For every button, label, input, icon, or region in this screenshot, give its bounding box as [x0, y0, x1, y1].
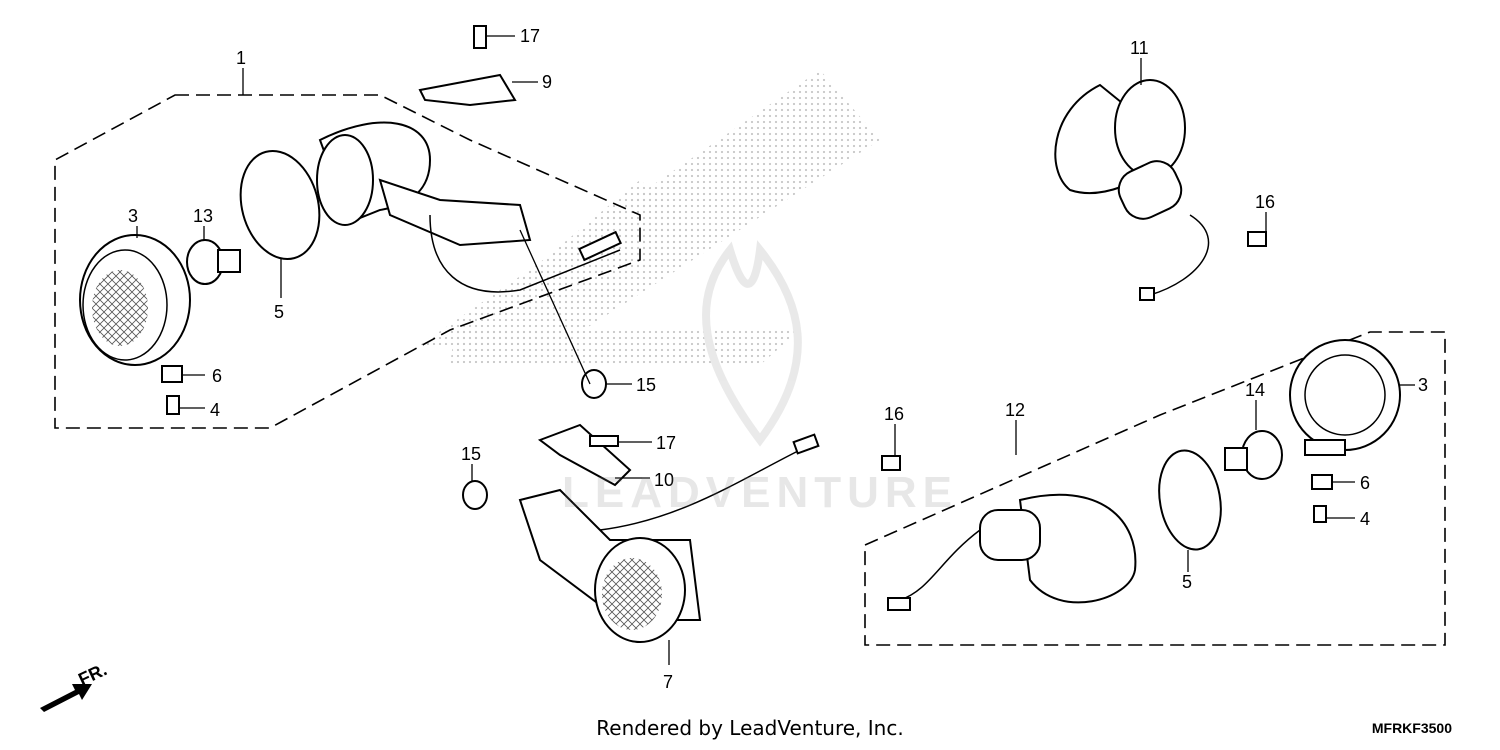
- callout-17-upper: 17: [520, 26, 540, 46]
- screw-left: [166, 395, 180, 415]
- diagram-code: MFRKF3500: [1371, 720, 1452, 736]
- lens-left: [79, 234, 191, 366]
- callout-5-left: 5: [274, 302, 284, 322]
- group-box-right-assembly: [864, 331, 1446, 646]
- callout-4-left: 4: [210, 400, 220, 420]
- callout-11: 11: [1130, 38, 1149, 58]
- housing-right-top: [1054, 79, 1210, 301]
- bracket-upper: [418, 73, 517, 107]
- group-box-left-assembly: [54, 94, 641, 429]
- callout-1: 1: [236, 48, 246, 68]
- seal-ring-left: [239, 149, 321, 261]
- callout-9: 9: [542, 72, 552, 92]
- callout-3-left: 3: [128, 206, 138, 226]
- callout-6-right: 6: [1360, 473, 1370, 493]
- bulb-left: [186, 239, 241, 285]
- housing-right-lower: [887, 493, 1137, 611]
- bolt-16-top: [1247, 231, 1267, 247]
- callout-16-top: 16: [1255, 192, 1275, 212]
- callout-17-lower: 17: [656, 433, 676, 453]
- callout-13: 13: [193, 206, 213, 226]
- callout-15-lower: 15: [461, 444, 481, 464]
- callout-5-right: 5: [1182, 572, 1192, 592]
- callout-3-right: 3: [1418, 375, 1428, 395]
- callout-10: 10: [654, 470, 674, 490]
- nut-left: [161, 365, 183, 383]
- housing-lower: [518, 433, 820, 643]
- grommet-lower: [462, 480, 488, 510]
- footer-credit: Rendered by LeadVenture, Inc.: [596, 716, 904, 740]
- front-direction-arrow: FR.: [40, 659, 110, 712]
- lens-right: [1289, 339, 1401, 456]
- nut-right: [1311, 474, 1333, 490]
- callout-6-left: 6: [212, 366, 222, 386]
- callout-14: 14: [1245, 380, 1265, 400]
- bolt-17-upper: [473, 25, 487, 49]
- watermark: LEADVENTURE: [561, 468, 959, 517]
- bolt-16-right: [881, 455, 901, 471]
- bulb-right: [1224, 430, 1283, 480]
- callout-15-upper: 15: [636, 375, 656, 395]
- callout-4-right: 4: [1360, 509, 1370, 529]
- callout-12: 12: [1005, 400, 1025, 420]
- housing-left: [316, 121, 622, 293]
- callout-7: 7: [663, 672, 673, 692]
- screw-right: [1313, 505, 1327, 523]
- leader-lines: [136, 35, 1415, 665]
- callout-16-right: 16: [884, 404, 904, 424]
- seal-ring-right: [1158, 449, 1222, 551]
- bolt-17-lower: [589, 435, 619, 447]
